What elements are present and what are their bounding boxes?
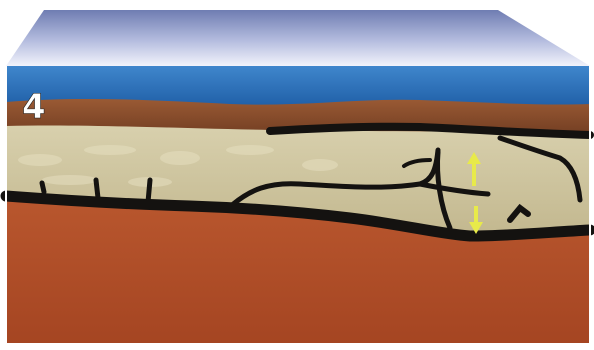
block-top-surface xyxy=(6,10,590,66)
step-number-label: 4 xyxy=(22,87,46,127)
